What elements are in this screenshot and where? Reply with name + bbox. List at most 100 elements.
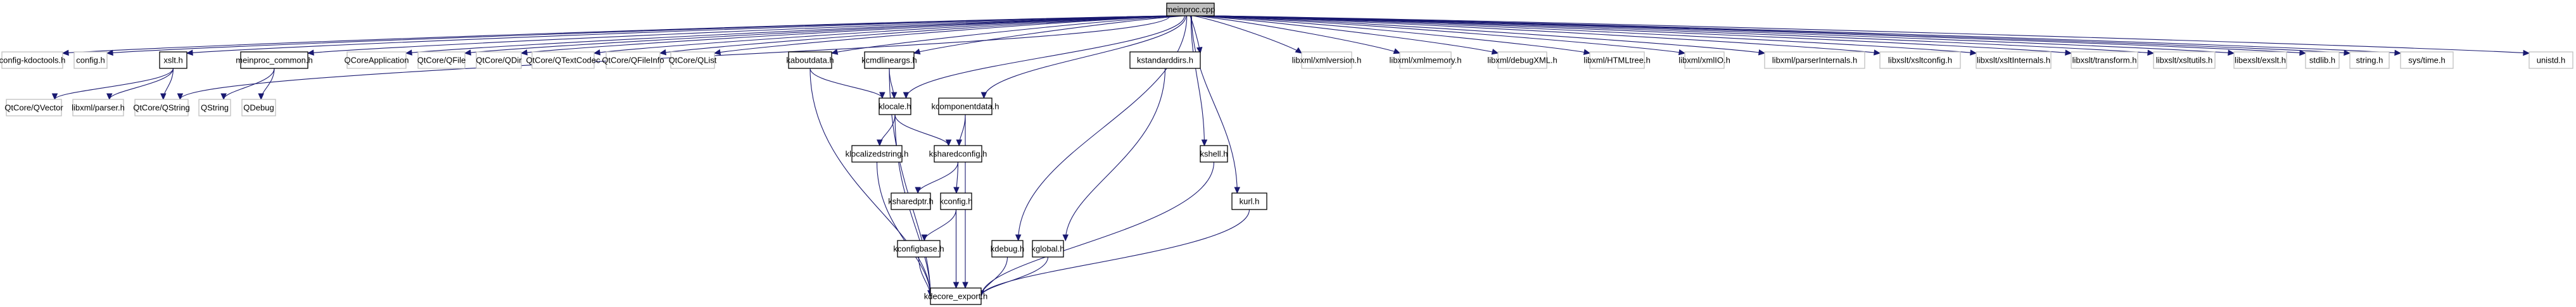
node-stdlib-h[interactable]: stdlib.h xyxy=(2305,51,2340,69)
node-label: QtCore/QDir xyxy=(476,56,522,65)
node-libxml-htmltree-h[interactable]: libxml/HTMLtree.h xyxy=(1583,51,1651,69)
node-box xyxy=(1231,192,1267,210)
edge-line xyxy=(1191,15,1238,194)
node-box xyxy=(72,99,124,116)
node-ksharedptr-h[interactable]: ksharedptr.h xyxy=(888,192,934,210)
edge-meinproc-cpp-to-libexslt-exslt-h xyxy=(1212,15,2235,56)
edge-kcomponentdata-h-to-ksharedconfig-h xyxy=(956,114,966,147)
node-kconfigbase-h[interactable]: kconfigbase.h xyxy=(893,240,944,258)
node-qtcore-qfileinfo[interactable]: QtCore/QFileInfo xyxy=(602,51,664,69)
node-klocalizedstring-h[interactable]: klocalizedstring.h xyxy=(846,145,909,163)
node-libxml-xmlversion-h[interactable]: libxml/xmlversion.h xyxy=(1292,51,1362,69)
edge-meinproc-cpp-to-qtcore-qfileinfo xyxy=(659,15,1179,56)
edge-ksharedconfig-h-to-kconfig-h xyxy=(953,161,960,194)
node-label: kglobal.h xyxy=(1031,244,1064,254)
arrowhead-icon xyxy=(1201,139,1208,147)
node-label: kcomponentdata.h xyxy=(932,102,999,111)
node-kdebug-h[interactable]: kdebug.h xyxy=(991,240,1025,258)
node-kconfig-h[interactable]: kconfig.h xyxy=(939,192,973,210)
node-label: kcmdlineargs.h xyxy=(861,56,917,65)
node-qcoreapplication[interactable]: QCoreApplication xyxy=(345,51,409,69)
node-kstandarddirs-h[interactable]: kstandarddirs.h xyxy=(1129,51,1201,69)
edge-meinproc-cpp-to-qtcore-qdir xyxy=(520,15,1177,56)
arrowhead-icon xyxy=(106,49,113,56)
edge-line xyxy=(659,15,1179,54)
node-qstring[interactable]: QString xyxy=(198,99,231,116)
node-qtcore-qdir[interactable]: QtCore/QDir xyxy=(476,51,522,69)
node-box xyxy=(1032,240,1064,258)
arrowhead-icon xyxy=(405,49,412,56)
node-label: QtCore/QList xyxy=(669,56,717,65)
node-qtcore-qvector[interactable]: QtCore/QVector xyxy=(4,99,63,116)
node-qdebug[interactable]: QDebug xyxy=(241,99,276,116)
node-label: libxml/debugXML.h xyxy=(1487,56,1558,65)
node-label: QtCore/QString xyxy=(133,103,190,113)
node-libxslt-transform-h[interactable]: libxslt/transform.h xyxy=(2071,51,2138,69)
edge-meinproc-cpp-to-qtcore-qlist xyxy=(713,15,1181,56)
node-config-h[interactable]: config.h xyxy=(73,51,108,69)
edge-line xyxy=(1210,15,2154,54)
node-kdecore-export-h[interactable]: kdecore_export.h xyxy=(924,287,987,305)
node-kurl-h[interactable]: kurl.h xyxy=(1231,192,1267,210)
node-qtcore-qlist[interactable]: QtCore/QList xyxy=(669,51,717,69)
edge-kaboutdata-h-to-klocale-h xyxy=(809,68,885,99)
node-kglobal-h[interactable]: kglobal.h xyxy=(1031,240,1065,258)
arrowhead-icon xyxy=(2523,49,2530,56)
edge-meinproc-cpp-to-libxml-xmlmemory-h xyxy=(1195,15,1401,54)
edge-meinproc-cpp-to-sys-time-h xyxy=(1215,15,2402,56)
edge-line xyxy=(186,15,1171,54)
node-qtcore-qtextcodec[interactable]: QtCore/QTextCodec xyxy=(526,51,600,69)
node-libxslt-xsltconfig-h[interactable]: libxslt/xsltconfig.h xyxy=(1879,51,1961,69)
node-unistd-h[interactable]: unistd.h xyxy=(2528,51,2573,69)
node-box xyxy=(134,99,189,116)
node-libxslt-xsltinternals-h[interactable]: libxslt/xsltInternals.h xyxy=(1976,51,2052,69)
edge-xslt-h-to-libxml-parser-h xyxy=(106,68,174,101)
node-box xyxy=(1764,51,1865,69)
node-libxml-parserinternals-h[interactable]: libxml/parserInternals.h xyxy=(1764,51,1865,69)
node-label: ksharedconfig.h xyxy=(929,149,987,159)
node-sys-time-h[interactable]: sys/time.h xyxy=(2400,51,2454,69)
node-kshell-h[interactable]: kshell.h xyxy=(1200,145,1228,163)
arrowhead-icon xyxy=(945,139,952,147)
node-meinproc-common-h[interactable]: meinproc_common.h xyxy=(236,51,313,69)
arrowhead-icon xyxy=(830,49,839,55)
node-label: kdecore_export.h xyxy=(924,292,987,301)
node-qtcore-qstring[interactable]: QtCore/QString xyxy=(133,99,190,116)
arrowhead-icon xyxy=(61,49,69,56)
node-libxslt-xsltutils-h[interactable]: libxslt/xsltutils.h xyxy=(2153,51,2216,69)
node-box xyxy=(1589,51,1645,69)
edge-line xyxy=(1018,15,1188,241)
node-libxml-xmlio-h[interactable]: libxml/xmlIO.h xyxy=(1678,51,1730,69)
node-kcomponentdata-h[interactable]: kcomponentdata.h xyxy=(932,97,999,115)
node-box xyxy=(879,97,911,115)
node-meinproc-cpp[interactable]: meinproc.cpp xyxy=(1165,3,1215,16)
node-xslt-h[interactable]: xslt.h xyxy=(159,51,187,69)
node-box xyxy=(1976,51,2052,69)
arrowhead-icon xyxy=(1196,46,1203,54)
arrowhead-icon xyxy=(1234,187,1241,194)
node-box xyxy=(2071,51,2138,69)
node-libxml-debugxml-h[interactable]: libxml/debugXML.h xyxy=(1487,51,1558,69)
node-box xyxy=(897,240,941,258)
edge-meinproc-cpp-to-kdebug-h xyxy=(1015,15,1188,242)
edge-meinproc-cpp-to-unistd-h xyxy=(1217,15,2530,56)
node-kcmdlineargs-h[interactable]: kcmdlineargs.h xyxy=(861,51,917,69)
node-string-h[interactable]: string.h xyxy=(2349,51,2390,69)
node-box xyxy=(1301,51,1352,69)
node-box xyxy=(6,99,62,116)
node-label: libxml/parser.h xyxy=(72,103,125,113)
edge-line xyxy=(913,15,1185,54)
node-klocale-h[interactable]: klocale.h xyxy=(879,97,911,115)
node-kaboutdata-h[interactable]: kaboutdata.h xyxy=(786,51,834,69)
node-libexslt-exslt-h[interactable]: libexslt/exslt.h xyxy=(2233,51,2287,69)
arrowhead-icon xyxy=(307,49,314,56)
node-libxml-parser-h[interactable]: libxml/parser.h xyxy=(72,99,125,116)
edge-line xyxy=(1200,15,1685,54)
node-box xyxy=(417,51,466,69)
node-config-kdoctools-h[interactable]: config-kdoctools.h xyxy=(0,51,65,69)
arrowhead-icon xyxy=(1491,49,1499,55)
node-ksharedconfig-h[interactable]: ksharedconfig.h xyxy=(929,145,987,163)
node-libxml-xmlmemory-h[interactable]: libxml/xmlmemory.h xyxy=(1390,51,1462,69)
edge-meinproc-cpp-to-kcomponentdata-h xyxy=(980,15,1186,99)
node-qtcore-qfile[interactable]: QtCore/QFile xyxy=(417,51,466,69)
